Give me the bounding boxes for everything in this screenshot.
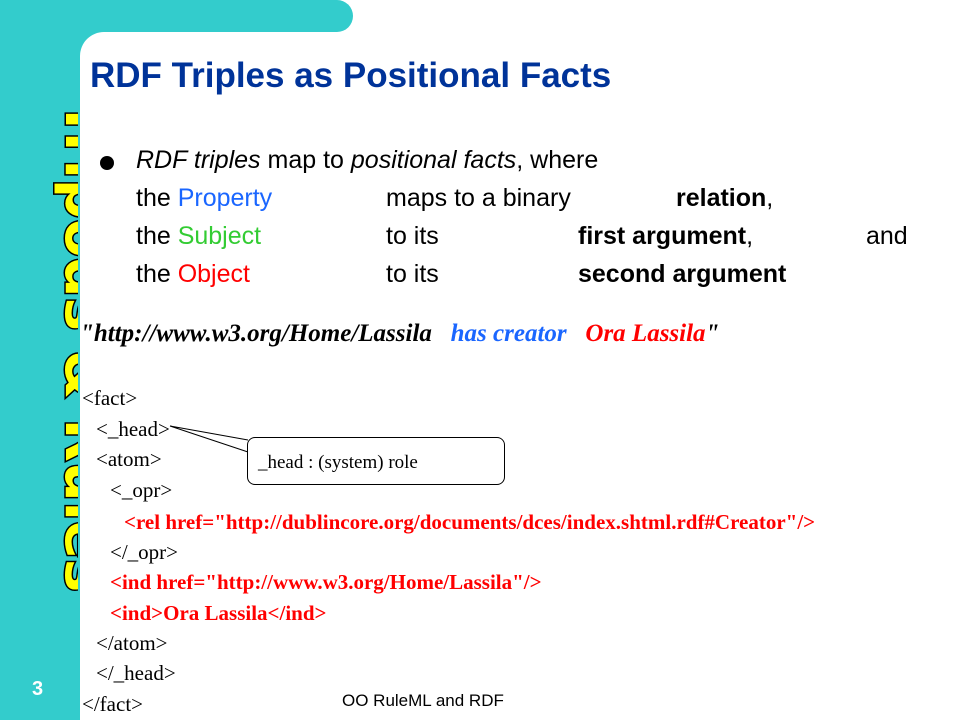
triple-uri: http://www.w3.org/Home/Lassila <box>93 320 432 347</box>
the-label: the <box>136 222 178 250</box>
sidebar-corner <box>80 32 104 56</box>
text-map-to: map to <box>260 146 351 174</box>
slide-number: 3 <box>32 678 44 700</box>
code-head-open: <_head> <box>96 417 170 441</box>
the-label: the <box>136 260 178 288</box>
brand-vertical-text: Tripods & Rules <box>51 100 79 594</box>
code-atom-close: </atom> <box>96 631 168 655</box>
code-fact-close: </fact> <box>82 692 143 716</box>
row-subject-the: the Subject <box>136 222 261 251</box>
text-where: , where <box>516 146 599 174</box>
row-property-maps: maps to a binary <box>386 184 571 212</box>
code-opr-close: </_opr> <box>110 540 179 564</box>
code-rel-element: <rel href="http://dublincore.org/documen… <box>124 510 816 534</box>
code-head-close: </_head> <box>96 661 176 685</box>
callout-text: _head : (system) role <box>258 452 418 473</box>
code-ind-name: <ind>Ora Lassila</ind> <box>110 601 327 625</box>
code-fact-open: <fact> <box>82 386 138 410</box>
row-property-target: relation, <box>676 184 773 213</box>
comma: , <box>746 222 754 250</box>
example-triple: "http://www.w3.org/Home/Lassila has crea… <box>80 320 719 348</box>
term-object: Object <box>177 260 250 288</box>
term-rdf-triples: RDF triples <box>136 146 261 174</box>
row-object-target: second argument <box>578 260 786 289</box>
code-atom-open: <atom> <box>96 447 162 471</box>
triple-object: Ora Lassila <box>585 320 706 347</box>
comma: , <box>766 184 774 212</box>
footer-text: OO RuleML and RDF <box>342 691 504 710</box>
quote-close: " <box>705 320 720 347</box>
term-second-argument: second argument <box>578 260 787 288</box>
brand-text: Tripods & Rules <box>52 100 78 592</box>
slide-title: RDF Triples as Positional Facts <box>90 56 612 95</box>
term-relation: relation <box>676 184 767 212</box>
bullet-line-1: RDF triples map to positional facts, whe… <box>136 146 598 175</box>
callout-pointer <box>169 425 249 453</box>
row-object-the: the Object <box>136 260 250 289</box>
term-first-argument: first argument <box>578 222 747 250</box>
term-positional-facts: positional facts <box>350 146 517 174</box>
the-label: the <box>136 184 178 212</box>
row-property-the: the Property <box>136 184 272 213</box>
quote-open: " <box>80 320 94 347</box>
row-object-maps: to its <box>386 260 439 288</box>
triple-predicate: has creator <box>450 320 567 347</box>
row-subject-target: first argument, <box>578 222 753 251</box>
row-subject-and: and <box>866 222 908 250</box>
code-opr-open: <_opr> <box>110 478 173 502</box>
sidebar <box>0 0 80 720</box>
term-property: Property <box>177 184 273 212</box>
bullet-dot <box>100 156 114 170</box>
code-ind-href: <ind href="http://www.w3.org/Home/Lassil… <box>110 570 542 594</box>
callout-box: _head : (system) role <box>247 437 505 485</box>
row-subject-maps: to its <box>386 222 439 250</box>
term-subject: Subject <box>177 222 262 250</box>
